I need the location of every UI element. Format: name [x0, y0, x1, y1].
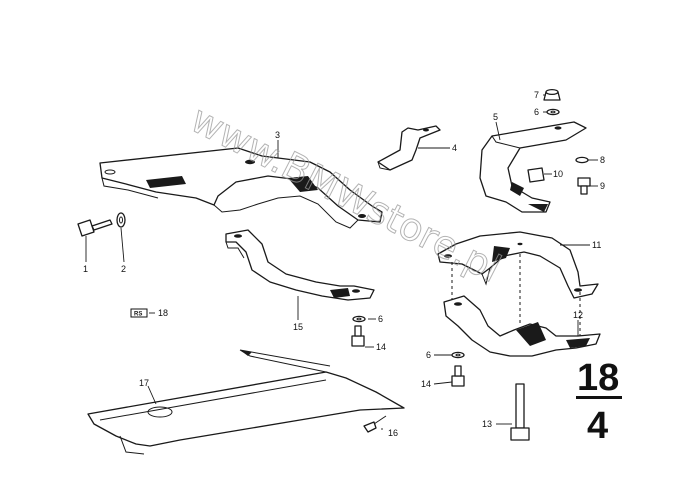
part-4-bracket: [377, 125, 441, 171]
callout-10: 10: [553, 169, 563, 179]
part-16-screw: [363, 415, 387, 433]
part-13-long-bolt: [510, 383, 530, 441]
callout-1: 1: [83, 264, 88, 274]
callout-17: 17: [139, 378, 149, 388]
part-6-washer-mid: [352, 315, 366, 323]
part-5-bracket: [479, 121, 587, 213]
callout-16: 16: [388, 428, 398, 438]
part-6-washer-top: [546, 108, 560, 116]
callout-7: 7: [534, 90, 539, 100]
rs-badge-ref: 18: [158, 308, 168, 318]
callout-14-center: 14: [376, 342, 386, 352]
callout-8: 8: [600, 155, 605, 165]
clamp-guide-lines: [451, 254, 581, 336]
part-12-lower-clamp: [443, 295, 601, 357]
part-9-bolt: [577, 177, 591, 195]
part-10-nut: [527, 167, 545, 183]
part-17-plate: [87, 349, 405, 455]
callout-6-mid: 6: [378, 314, 383, 324]
callout-13: 13: [482, 419, 492, 429]
rs-badge: RS 18: [130, 308, 168, 318]
part-8-washer: [575, 156, 589, 164]
part-1-bolt: [77, 219, 113, 237]
part-2-washer: [116, 212, 126, 228]
callout-14-right: 14: [421, 379, 431, 389]
callout-2: 2: [121, 264, 126, 274]
callout-labels: 1 2 3 4 5 6 6 6 7 8 9 10 11 12 13 14 14 …: [83, 90, 605, 438]
part-14-bolt-center: [351, 325, 365, 347]
callout-4: 4: [452, 143, 457, 153]
callout-3: 3: [275, 130, 280, 140]
group-number: 18 4: [576, 357, 622, 447]
leader-lines: [85, 94, 598, 430]
part-7-nut: [543, 88, 561, 101]
rs-badge-text: RS: [134, 312, 142, 318]
callout-12: 12: [573, 310, 583, 320]
group-number-main: 18: [577, 357, 619, 399]
group-number-sub: 4: [587, 405, 608, 447]
part-6-washer-low: [451, 351, 465, 359]
part-14-bolt-right: [451, 365, 465, 387]
callout-6-low: 6: [426, 350, 431, 360]
callout-5: 5: [493, 112, 498, 122]
part-11-upper-clamp: [437, 231, 599, 299]
callout-6-top: 6: [534, 107, 539, 117]
part-3-bracket: [99, 147, 383, 229]
part-15-strap: [225, 229, 375, 301]
callout-11: 11: [592, 240, 601, 250]
callout-15: 15: [293, 322, 303, 332]
callout-9: 9: [600, 181, 605, 191]
watermark: www.BMWstore.pl: [184, 97, 508, 291]
